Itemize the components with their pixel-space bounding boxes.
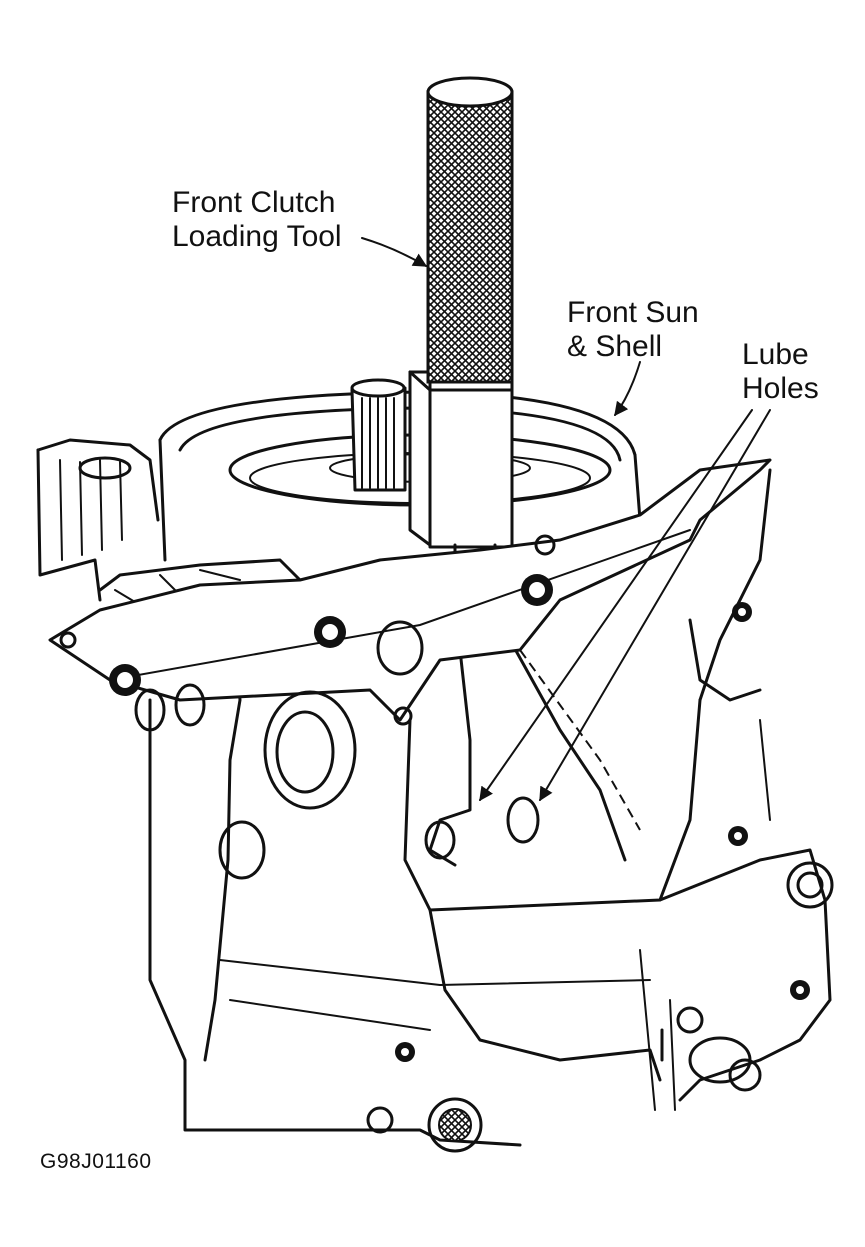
input-shaft [350, 378, 407, 492]
label-line: Loading Tool [172, 220, 342, 253]
case-flange [48, 458, 772, 726]
loading-tool [408, 76, 514, 562]
case-ports [134, 683, 834, 1153]
label-line: & Shell [567, 330, 663, 363]
label-line: Front Sun [567, 296, 699, 329]
label-front-sun-shell: Front Sun & Shell [567, 296, 699, 364]
label-line: Lube [742, 338, 809, 371]
figure-id: G98J01160 [40, 1150, 152, 1173]
label-front-clutch-loading-tool: Front Clutch Loading Tool [172, 186, 342, 254]
callout-leaders [361, 237, 771, 802]
case-body [148, 468, 832, 1147]
label-line: Front Clutch [172, 186, 336, 219]
valve-body [36, 438, 302, 606]
label-lube-holes: Lube Holes [742, 338, 819, 406]
label-line: Holes [742, 372, 819, 405]
